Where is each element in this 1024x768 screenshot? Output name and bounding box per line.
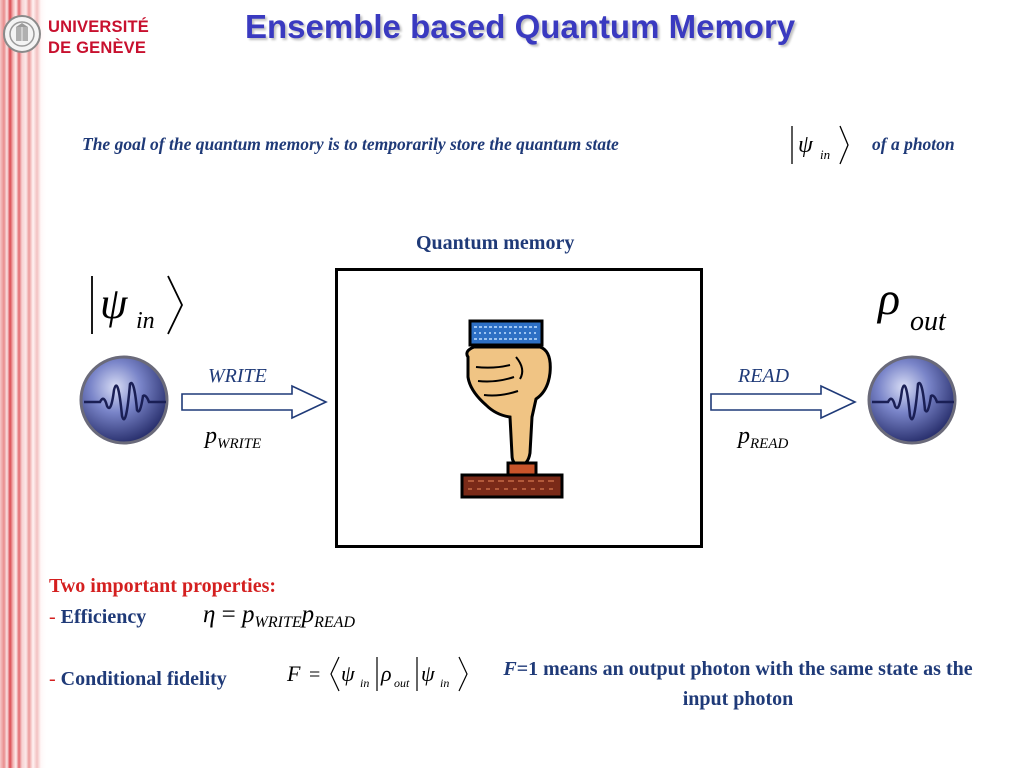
input-photon-icon [79, 355, 169, 445]
fidelity-note: F=1 means an output photon with the same… [498, 654, 978, 714]
efficiency-label: Efficiency [60, 606, 147, 628]
p-write: pWRITE [205, 423, 261, 453]
fidelity-item: - Conditional fidelity [49, 668, 227, 691]
p-read: pREAD [738, 423, 788, 453]
eta-s1: WRITE [254, 614, 302, 631]
ket-psi-in-small: ψ in [791, 125, 849, 165]
university-seal-icon [3, 15, 41, 53]
fidelity-dash: - [49, 668, 56, 690]
fidelity-note-text: =1 means an output photon with the same … [516, 658, 973, 710]
efficiency-dash: - [49, 606, 56, 628]
ket-large-psi: ψ [100, 279, 128, 328]
fid-F: F [286, 661, 301, 686]
decorative-red-stripes [0, 0, 46, 768]
fid-eq: = [309, 664, 320, 686]
p-write-sub: WRITE [217, 436, 262, 452]
p-write-p: p [205, 423, 217, 449]
ket-small-psi: ψ [798, 132, 814, 158]
eta-symbol: η [203, 601, 216, 628]
fid-rho: ρ [380, 661, 392, 686]
read-label: READ [738, 365, 790, 387]
efficiency-item: - Efficiency [49, 606, 146, 629]
eta-p2: p [301, 601, 315, 628]
fid-out: out [394, 676, 410, 690]
read-arrow [710, 384, 857, 420]
write-arrow [181, 384, 328, 420]
slide-title: Ensemble based Quantum Memory [245, 8, 796, 45]
rho-symbol: ρ [876, 280, 900, 324]
pressing-finger-icon [460, 319, 564, 499]
rho-out-symbol: ρ out [876, 280, 947, 336]
ket-small-sub: in [820, 147, 830, 162]
quantum-memory-box [335, 268, 703, 548]
rho-sub: out [910, 306, 947, 336]
fid-in2: in [440, 676, 449, 690]
goal-text-end: of a photon [872, 134, 955, 154]
ket-large-sub: in [136, 308, 155, 334]
efficiency-formula: η = pWRITEpREAD [203, 601, 355, 632]
logo-text-line2: DE GENÈVE [48, 39, 147, 57]
properties-heading: Two important properties: [49, 575, 277, 597]
fid-psi1: ψ [341, 661, 355, 686]
fidelity-formula: F = ψ in ρ out ψ in [286, 656, 468, 692]
ket-psi-in-large: ψ in [91, 275, 183, 335]
fid-in1: in [360, 676, 369, 690]
fidelity-label: Conditional fidelity [60, 668, 227, 690]
goal-text: The goal of the quantum memory is to tem… [82, 134, 619, 154]
fid-psi2: ψ [421, 661, 435, 686]
university-logo[interactable]: UNIVERSITÉ DE GENÈVE [0, 8, 150, 64]
p-read-sub: READ [750, 436, 789, 452]
fidelity-note-F: F [503, 658, 517, 680]
eta-eq: = [221, 601, 236, 628]
eta-p1: p [242, 601, 255, 628]
write-label: WRITE [208, 365, 267, 387]
quantum-memory-label: Quantum memory [416, 232, 575, 254]
logo-text-line1: UNIVERSITÉ [48, 18, 150, 36]
output-photon-icon [867, 355, 957, 445]
p-read-p: p [738, 423, 750, 449]
eta-s2: READ [314, 614, 355, 631]
